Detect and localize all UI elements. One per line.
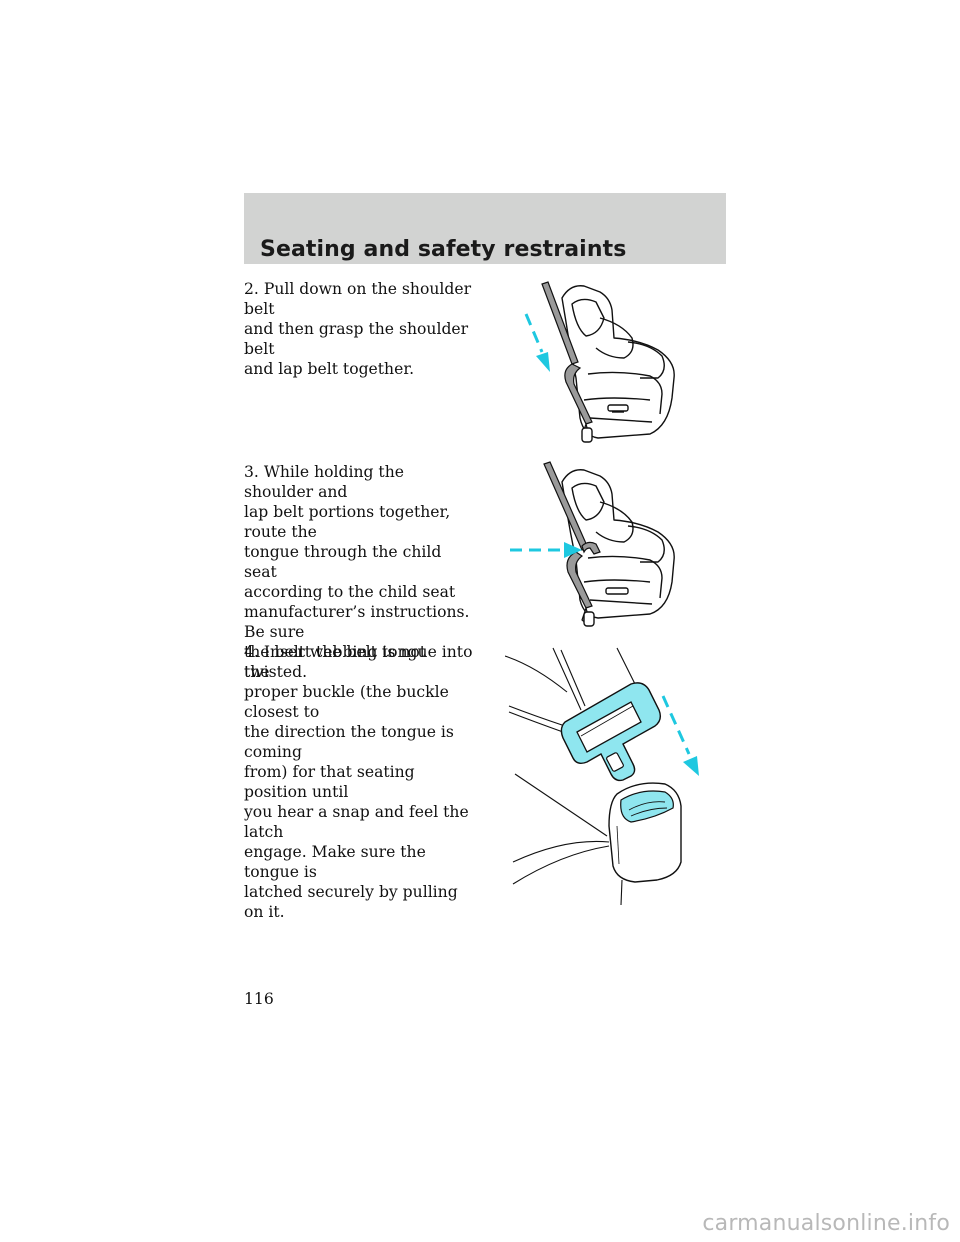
buckle-insert-illustration [505,647,699,906]
watermark-link[interactable]: carmanualsonline.info [702,1211,950,1236]
step-2-text: 2. Pull down on the shoulder belt and th… [244,280,472,378]
child-seat-pull-belt-illustration [524,281,675,443]
step-4-text: 4. Insert the belt tongue into the prope… [244,643,473,921]
step-3-text: 3. While holding the shoulder and lap be… [244,463,470,681]
section-title: Seating and safety restraints [260,237,627,262]
section-header: Seating and safety restraints [244,193,726,264]
child-seat-route-tongue-illustration [510,461,675,627]
page-number: 116 [244,990,274,1008]
